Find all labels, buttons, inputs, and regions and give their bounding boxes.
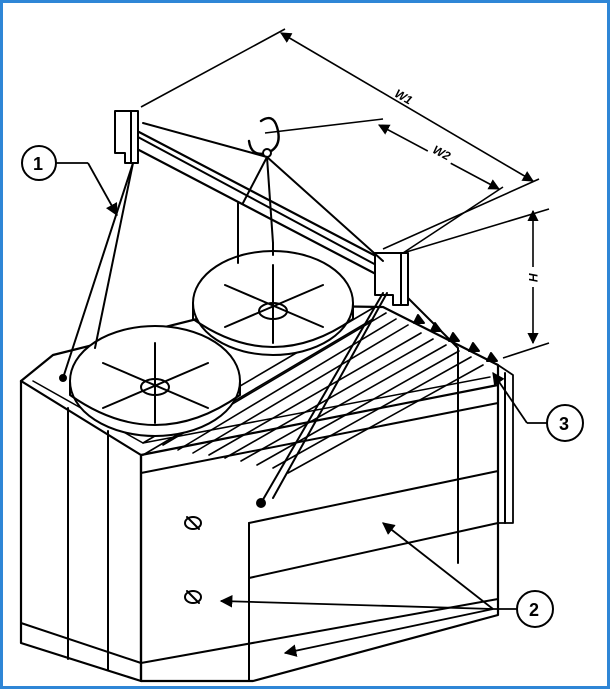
unit-body	[19, 303, 514, 683]
callout-1-label: 1	[33, 154, 43, 174]
callout-3: 3	[492, 371, 584, 442]
callout-1: 1	[21, 145, 118, 217]
callout-2: 2	[219, 522, 554, 657]
fan-left	[69, 325, 241, 437]
callout-3-label: 3	[559, 414, 569, 434]
dimension-h-label: H	[526, 273, 540, 282]
fan-right	[192, 250, 354, 356]
callout-2-label: 2	[529, 600, 539, 620]
lifting-cables	[59, 162, 498, 564]
lifting-diagram: W1 W2 H 1 2 3	[19, 28, 584, 683]
